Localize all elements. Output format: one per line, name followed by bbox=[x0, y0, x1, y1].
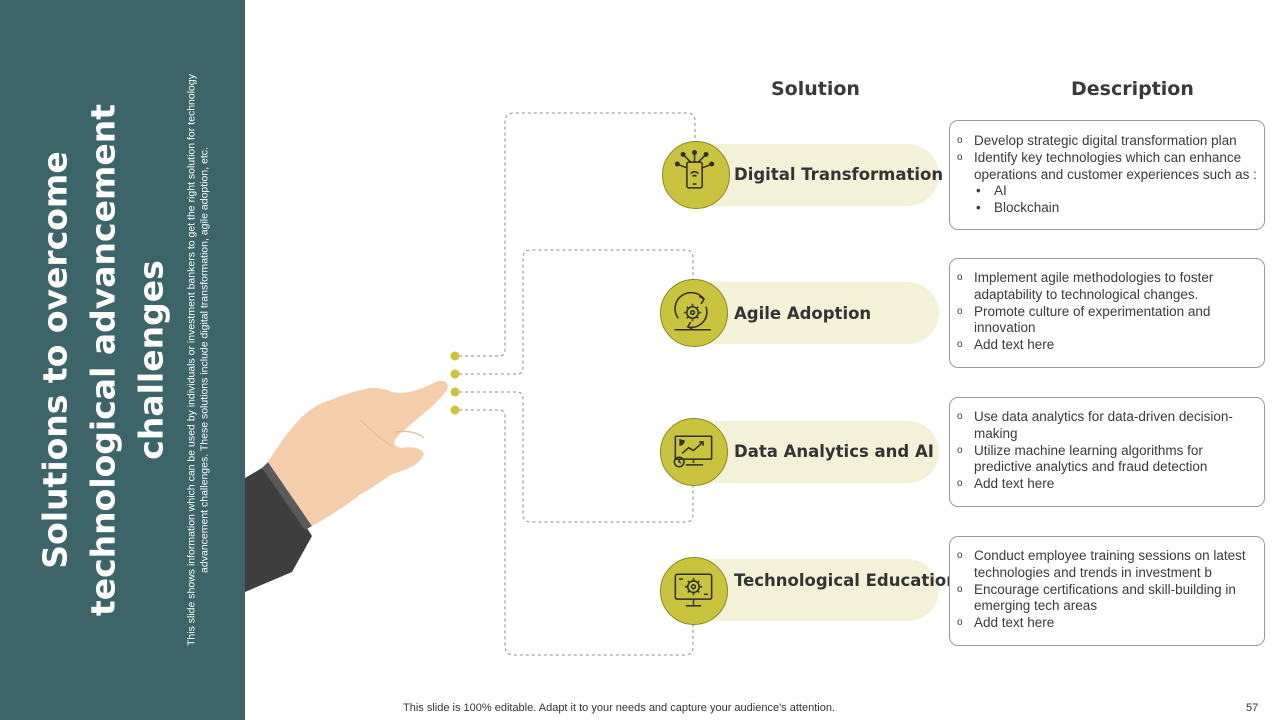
solution-label: Data Analytics and AI bbox=[734, 442, 934, 461]
solution-pill-data-analytics-ai bbox=[693, 421, 939, 483]
agile-cycle-gear-icon bbox=[660, 279, 728, 347]
solution-pill-agile-adoption bbox=[693, 282, 939, 344]
solution-label: Digital Transformation bbox=[734, 165, 944, 184]
description-header: Description bbox=[1071, 78, 1194, 100]
solution-header: Solution bbox=[771, 78, 860, 100]
title-sidebar: Solutions to overcome technological adva… bbox=[0, 0, 245, 720]
monitor-gear-icon bbox=[660, 557, 728, 625]
solution-label: Agile Adoption bbox=[734, 304, 872, 323]
analytics-presentation-icon bbox=[660, 418, 728, 486]
solution-pill-digital-transformation bbox=[693, 144, 939, 206]
solution-pill-technological-education bbox=[693, 559, 939, 621]
smartphone-network-icon bbox=[662, 141, 730, 209]
connector-dots bbox=[450, 351, 460, 415]
dashed-connectors bbox=[459, 112, 696, 656]
footer-note: This slide is 100% editable. Adapt it to… bbox=[403, 702, 835, 714]
list-subitem: •AI bbox=[976, 183, 1007, 199]
pointing-hand-illustration bbox=[245, 380, 448, 592]
page-number: 57 bbox=[1246, 702, 1259, 714]
list-subitem: •Blockchain bbox=[976, 200, 1060, 216]
solution-label: Technological Education bbox=[734, 571, 959, 590]
